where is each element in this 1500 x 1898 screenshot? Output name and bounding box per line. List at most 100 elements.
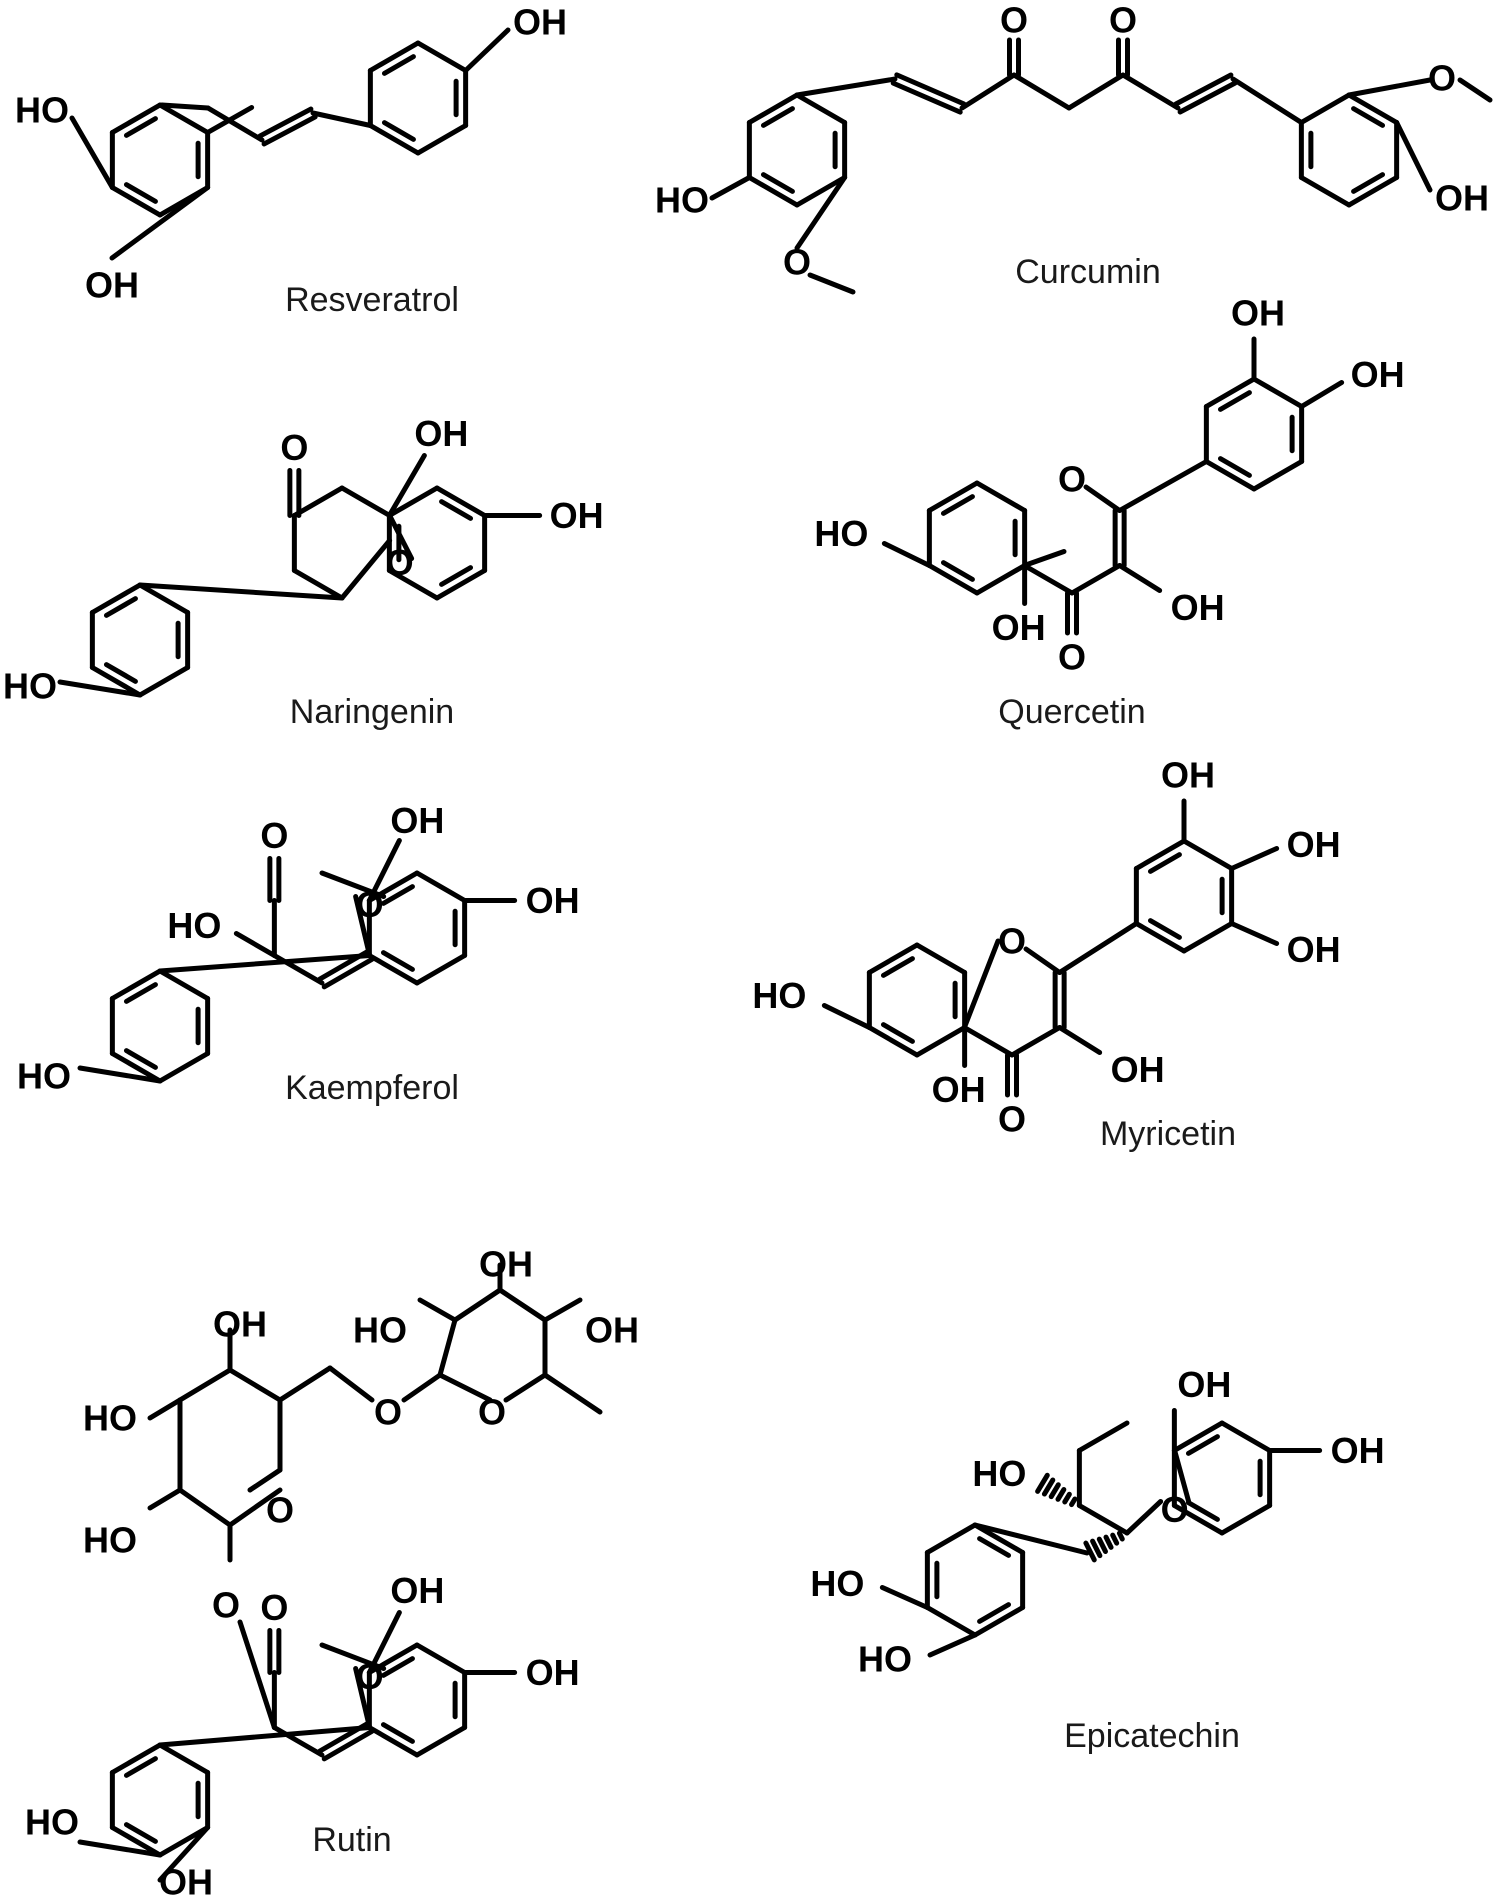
bond-line (974, 480, 1028, 513)
bond-line (386, 485, 440, 518)
bond-line (961, 1025, 1015, 1058)
bond-line (1057, 1025, 1103, 1055)
bond-line (353, 894, 373, 958)
hydroxyl-label: HO (3, 666, 57, 707)
bond-line (746, 92, 800, 125)
oxygen-label: O (1428, 58, 1456, 99)
bond-line (123, 1048, 158, 1070)
hydroxyl-label: OH (1171, 587, 1225, 628)
bond-line (109, 1825, 163, 1858)
hydroxyl-label: HO (17, 1056, 71, 1097)
bond-line (807, 272, 856, 295)
hydroxyl-label: OH (85, 265, 139, 306)
oxygen-label: O (212, 1585, 240, 1626)
bond-line (1181, 921, 1235, 954)
bond-line (109, 1051, 163, 1084)
bond-line (157, 1825, 211, 1883)
bond-line (257, 106, 314, 139)
bond-line (137, 582, 191, 615)
bond-line (821, 1003, 872, 1030)
bond-line (1203, 459, 1257, 492)
bond-line (157, 1825, 211, 1858)
bond-line (926, 480, 980, 513)
bond-line (1048, 1482, 1061, 1500)
bond-line (879, 1585, 930, 1610)
bond-line (227, 1367, 283, 1403)
bond-line (109, 185, 163, 218)
bond-line (177, 1487, 233, 1528)
bond-line (123, 116, 158, 138)
bond-line (794, 175, 848, 251)
bond-line (77, 1065, 163, 1084)
molecule-name-label: Naringenin (290, 693, 454, 731)
bond-line (940, 560, 975, 582)
bond-line (1076, 1420, 1130, 1453)
bond-line (1090, 1538, 1103, 1559)
bond-line (1120, 72, 1181, 111)
bond-line (1346, 175, 1400, 208)
hydroxyl-label: OH (932, 1069, 986, 1110)
hydroxyl-label: OH (1435, 178, 1489, 219)
bond-line (914, 1025, 968, 1058)
bond-line (1021, 549, 1067, 568)
hydroxyl-label: OH (390, 800, 444, 841)
bond-line (380, 1722, 415, 1744)
hydroxyl-label: OH (526, 1652, 580, 1693)
bond-line (1185, 1500, 1220, 1522)
bond-line (746, 175, 800, 208)
bond-line (123, 1756, 158, 1778)
molecule-name-label: Kaempferol (285, 1069, 459, 1107)
bond-line (137, 582, 345, 601)
oxygen-label: O (998, 921, 1026, 962)
bond-line (974, 563, 1028, 596)
bond-line (1133, 838, 1187, 871)
bond-line (414, 870, 468, 903)
bond-line (89, 582, 143, 615)
bond-line (366, 1610, 402, 1675)
hydroxyl-label: HO (810, 1563, 864, 1604)
bond-line (147, 1397, 183, 1421)
bond-line (261, 114, 318, 147)
hydroxyl-label: OH (1111, 1049, 1165, 1090)
bond-line (1021, 563, 1075, 596)
oxygen-label: O (783, 242, 811, 283)
bond-line (1009, 1025, 1063, 1058)
bond-line (1394, 120, 1433, 193)
bond-line (327, 1365, 375, 1403)
bond-line (123, 982, 158, 1004)
hydroxyl-label: OH (1351, 354, 1405, 395)
bond-line (1069, 563, 1123, 596)
bond-line (709, 175, 752, 201)
hydroxyl-label: HO (752, 975, 806, 1016)
hydroxyl-label: OH (526, 880, 580, 921)
bond-line (1057, 921, 1139, 975)
bond-line (366, 1725, 420, 1758)
bond-line (366, 838, 402, 903)
bond-line (463, 27, 511, 73)
hydroxyl-label: OH (513, 2, 567, 43)
bond-line (77, 1839, 163, 1858)
bond-line (542, 1372, 603, 1415)
bond-line (1346, 92, 1400, 125)
hydroxyl-label: HO (972, 1453, 1026, 1494)
bond-line (321, 1728, 375, 1762)
bond-line (157, 1051, 211, 1084)
bond-line (414, 1725, 468, 1758)
molecule-name-label: Myricetin (1100, 1115, 1236, 1153)
bond-line (1066, 72, 1126, 111)
molecule-name-label: Rutin (312, 1821, 391, 1859)
hydroxyl-label: OH (1287, 929, 1341, 970)
bond-line (1185, 1434, 1220, 1456)
bond-line (1177, 80, 1238, 115)
bond-line (1299, 380, 1345, 409)
oxygen-label: O (1161, 1489, 1189, 1530)
bond-line (291, 485, 345, 518)
bond-line (1062, 1491, 1072, 1505)
oxygen-label: O (374, 1392, 402, 1433)
